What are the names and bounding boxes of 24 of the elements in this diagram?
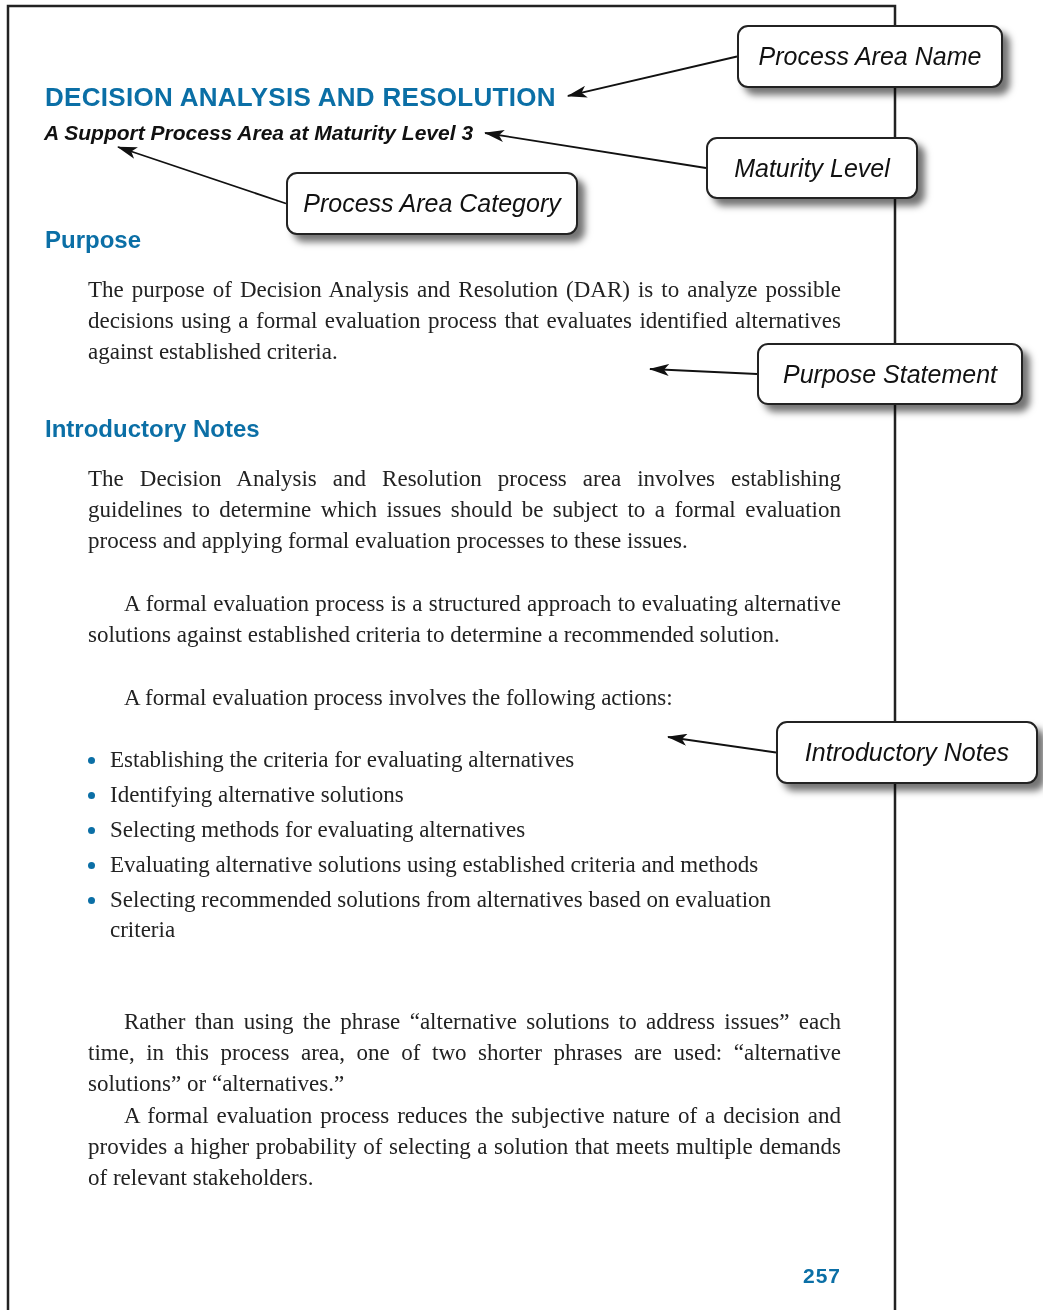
paragraph: A formal evaluation process reduces the subjective nature of a decision and provides a higher probability of selecting a solution that meets multiple demands of relevant stakeholders.	[88, 1102, 841, 1192]
bullet-text: Identifying alternative solutions	[110, 781, 405, 809]
arrow	[117, 146, 287, 205]
bullet-text: Evaluating alternative solutions using established criteria and methods	[110, 851, 760, 879]
page-number: 257	[801, 1264, 841, 1288]
section-heading: Introductory Notes	[45, 415, 260, 443]
paragraph: A formal evaluation process involves the following actions:	[123, 684, 674, 712]
arrow	[667, 733, 777, 754]
callout-box: Process Area Category	[286, 172, 578, 235]
heading: DECISION ANALYSIS AND RESOLUTION	[45, 82, 556, 113]
subheading: A Support Process Area at Maturity Level 3	[44, 121, 474, 145]
bullet-text: Selecting methods for evaluating alternatives	[110, 816, 527, 844]
callout-box: Maturity Level	[706, 137, 918, 199]
arrow	[484, 130, 707, 169]
callout-box: Process Area Name	[737, 25, 1003, 88]
paragraph: Rather than using the phrase “alternative solutions to address issues” each time, in this process area, one of two shorter phrases are used: “alternative solutions” or “alternatives.”	[88, 1008, 841, 1098]
paragraph: The Decision Analysis and Resolution process area involves establishing guidelines to determine which issues should be subject to a formal evaluation process and applying formal evaluation processes to these issues.	[88, 465, 841, 555]
callout-box: Introductory Notes	[776, 721, 1038, 784]
callout-box: Purpose Statement	[757, 343, 1023, 405]
arrow	[649, 363, 758, 376]
arrow	[566, 55, 738, 98]
bullet-text: Selecting recommended solutions from alternatives based on evaluation criteria	[110, 886, 773, 944]
section-heading: Purpose	[45, 226, 142, 254]
paragraph: A formal evaluation process is a structured approach to evaluating alternative solutions against established criteria to determine a recommended solution.	[88, 590, 841, 649]
